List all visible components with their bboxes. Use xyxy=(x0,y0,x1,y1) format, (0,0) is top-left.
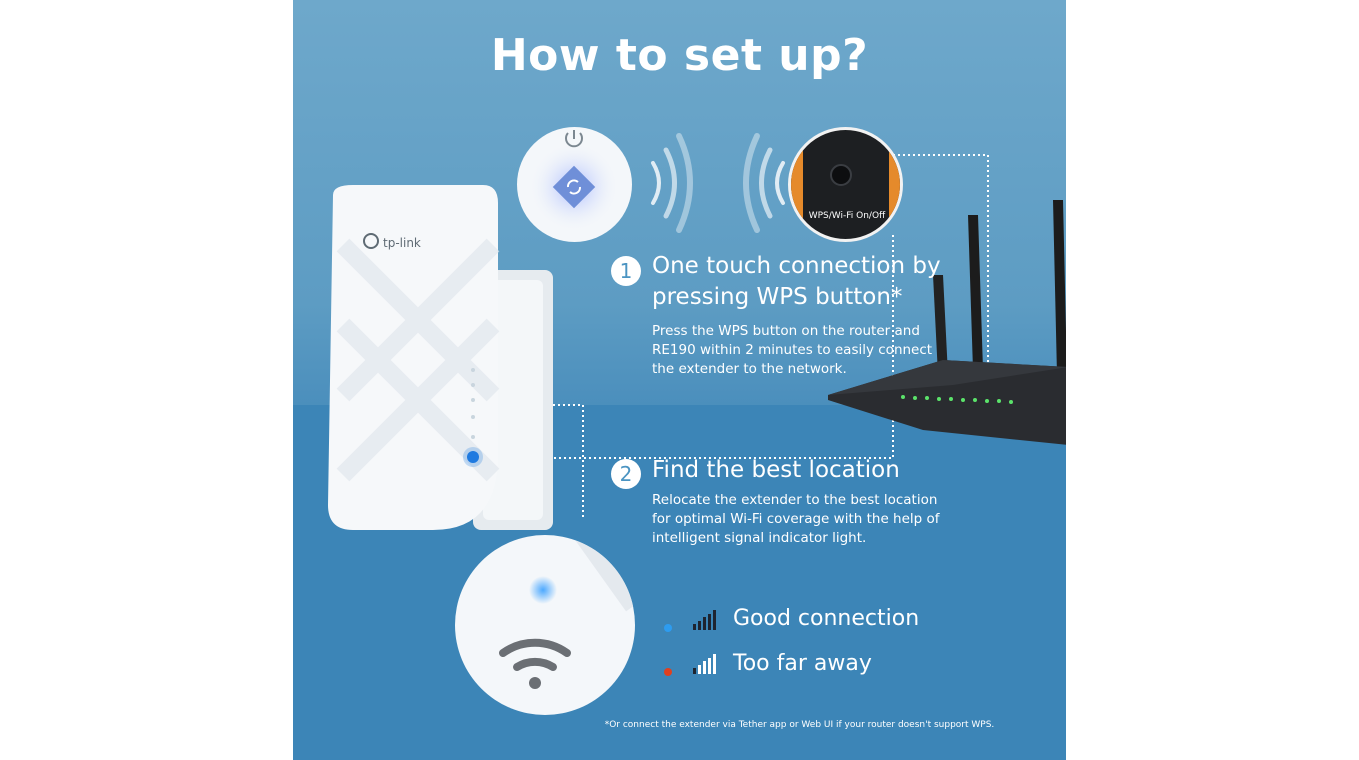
power-icon xyxy=(565,130,583,148)
signal-waves-icon xyxy=(651,133,785,233)
step-number-1: 1 xyxy=(611,256,641,286)
legend-dot-far xyxy=(664,668,672,676)
product-infographic: How to set up? tp-link xyxy=(293,0,1066,760)
step-1-desc-line3: the extender to the network. xyxy=(652,361,847,377)
step-1-title-line1: One touch connection by xyxy=(652,253,941,279)
wifi-icon xyxy=(499,638,571,671)
step-1-desc-line1: Press the WPS button on the router and xyxy=(652,323,920,339)
step-2-desc-line1: Relocate the extender to the best locati… xyxy=(652,492,938,508)
router-image xyxy=(828,200,1066,445)
page-title: How to set up? xyxy=(490,30,869,81)
signal-indicator-closeup xyxy=(455,535,635,715)
step-2-desc-line3: intelligent signal indicator light. xyxy=(652,530,867,546)
legend-label-far: Too far away xyxy=(733,651,872,676)
step-number-2: 2 xyxy=(611,459,641,489)
step-2-desc-line2: for optimal Wi-Fi coverage with the help… xyxy=(652,511,940,527)
router-wps-button-closeup: WPS/Wi-Fi On/Off xyxy=(788,127,903,242)
range-extender-image: tp-link xyxy=(328,185,553,530)
signal-bars-icon xyxy=(693,654,716,674)
footnote: *Or connect the extender via Tether app … xyxy=(604,720,995,730)
legend-label-good: Good connection xyxy=(733,606,920,631)
extender-led-column xyxy=(471,368,475,439)
router-button-label: WPS/Wi-Fi On/Off xyxy=(808,211,886,221)
signal-bars-icon xyxy=(693,610,716,630)
step-1-desc-line2: RE190 within 2 minutes to easily connect xyxy=(652,342,933,358)
step-2-title-line1: Find the best location xyxy=(652,457,900,483)
step-1-title-line2: pressing WPS button* xyxy=(652,284,903,310)
brand-logo: tp-link xyxy=(383,236,421,250)
wps-button-closeup xyxy=(517,127,632,242)
legend-dot-good xyxy=(664,624,672,632)
wps-icon xyxy=(567,179,581,195)
